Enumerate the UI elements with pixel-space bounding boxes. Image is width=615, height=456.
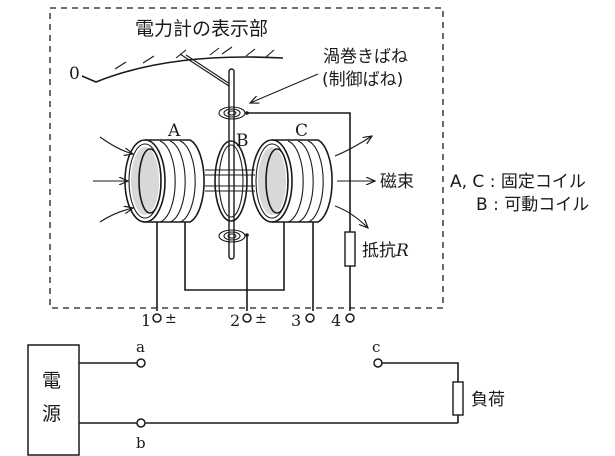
terminal-3[interactable]: 3: [291, 311, 315, 330]
node-c[interactable]: c: [372, 338, 383, 368]
flux-arrow-in-lower: [99, 208, 133, 223]
flux-lines: [205, 169, 255, 192]
fixed-coil-a: A: [124, 121, 205, 223]
svg-text:4: 4: [331, 311, 341, 330]
svg-text:b: b: [136, 434, 146, 452]
scale-arc: [81, 56, 284, 83]
flux-arrow-out-lower: [334, 205, 368, 228]
flux-arrow-out-upper: [334, 136, 372, 157]
coil-c-label: C: [295, 121, 308, 141]
scale-zero-label: 0: [69, 64, 80, 84]
svg-text:1: 1: [141, 311, 151, 330]
spring-label-line1: 渦巻きばね: [323, 47, 408, 67]
spring-label-line2: (制御ばね): [322, 70, 403, 90]
moving-coil-b: B: [214, 131, 249, 222]
power-source-label-2: 源: [42, 403, 61, 425]
meter-section-label: 電力計の表示部: [135, 18, 268, 40]
meter-scale: 0: [69, 46, 284, 89]
coil-b-label: B: [236, 131, 249, 151]
svg-text:a: a: [136, 338, 145, 356]
scale-ticks: [114, 46, 275, 70]
svg-text:±: ±: [255, 311, 267, 327]
resistor-label: 抵抗R: [362, 241, 409, 261]
spring-pointer-arrow: [250, 73, 319, 103]
power-source-box: [27, 344, 80, 456]
spring-to-resistor-wire: [247, 112, 351, 232]
svg-text:c: c: [372, 338, 380, 356]
coil-lead-wires: [156, 222, 314, 311]
terminal-4[interactable]: 4: [331, 311, 355, 330]
load-label: 負荷: [471, 390, 505, 410]
flux-label: 磁束: [380, 172, 414, 192]
wire-c-to-load: [382, 362, 459, 382]
coil-a-label: A: [167, 121, 181, 141]
meter-enclosure-dashed-box: [49, 7, 444, 309]
meter-pointer: [179, 53, 233, 89]
node-b[interactable]: b: [136, 418, 146, 452]
lower-spiral-spring: [218, 229, 249, 243]
node-a[interactable]: a: [136, 338, 146, 368]
legend-fixed-coils: A, C : 固定コイル: [450, 172, 586, 192]
svg-text:3: 3: [291, 311, 301, 330]
load-resistor: [452, 381, 464, 416]
svg-text:2: 2: [230, 311, 240, 330]
svg-text:±: ±: [165, 311, 177, 327]
terminal-1[interactable]: 1 ±: [141, 311, 177, 330]
power-source-label-1: 電: [42, 370, 61, 392]
terminal-2[interactable]: 2 ±: [230, 311, 267, 330]
resistor-r: [344, 231, 356, 267]
flux-arrow-in-upper: [99, 136, 133, 154]
legend-moving-coil: B : 可動コイル: [476, 195, 589, 215]
fixed-coil-c: C: [251, 121, 333, 223]
